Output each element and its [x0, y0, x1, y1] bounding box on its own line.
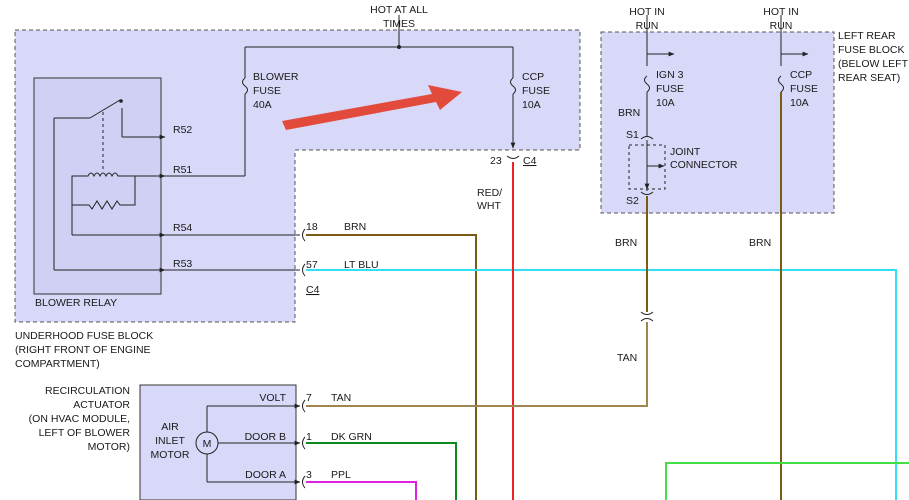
- conn-18: 18: [306, 221, 318, 233]
- conn-c4-bottom: C4: [306, 284, 320, 296]
- blower-fuse-symbol: [242, 77, 248, 95]
- pin-door-a: DOOR A: [245, 469, 286, 481]
- ign3-fuse-label-2: FUSE: [656, 83, 684, 95]
- splice-s1: S1: [626, 129, 639, 141]
- wire-label-tan-1: TAN: [617, 352, 637, 364]
- actuator-label-2: ACTUATOR: [73, 399, 130, 411]
- ign3-fuse-label-3: 10A: [656, 97, 675, 109]
- left-rear-fuse-block: [600, 31, 835, 214]
- underhood-label-3: COMPARTMENT): [15, 358, 100, 370]
- module-label-1: AIR: [161, 421, 179, 433]
- ign3-fuse-label-1: IGN 3: [656, 69, 684, 81]
- module-label-2: INLET: [155, 435, 185, 447]
- ccp-rear-fuse-label-2: FUSE: [790, 83, 818, 95]
- wire-label-lt-blu: LT BLU: [344, 259, 379, 271]
- pin-r53: R53: [173, 258, 192, 270]
- actuator-label-5: MOTOR): [88, 441, 130, 453]
- wire-label-red-wht-1: RED/: [477, 187, 502, 199]
- rear-block-label-1: LEFT REAR: [838, 30, 896, 42]
- pin-r51: R51: [173, 164, 192, 176]
- ccp-fuse-symbol: [510, 77, 516, 95]
- pin-door-b: DOOR B: [245, 431, 286, 443]
- conn-3: 3: [306, 469, 312, 481]
- ccp-rear-fuse-symbol: [778, 75, 784, 93]
- conn-1: 1: [306, 431, 312, 443]
- joint-connector-label-2: CONNECTOR: [670, 159, 738, 171]
- actuator-label-4: LEFT OF BLOWER: [39, 427, 131, 439]
- rear-block-label-3: (BELOW LEFT: [838, 58, 909, 70]
- blower-relay-label: BLOWER RELAY: [35, 297, 117, 309]
- hot-all-times-line1: HOT AT ALL: [370, 4, 428, 16]
- wire-lt-blu-57: [306, 269, 897, 500]
- wire-brn-18: [306, 234, 477, 500]
- conn-c4-top: C4: [523, 155, 537, 167]
- conn-57: 57: [306, 259, 318, 271]
- highlight-arrow: [282, 85, 462, 130]
- ccp-rear-fuse-label-1: CCP: [790, 69, 812, 81]
- motor-m-label: M: [203, 438, 212, 450]
- blower-fuse-label-2: FUSE: [253, 85, 281, 97]
- hot-in-run-b-line1: HOT IN: [763, 6, 798, 18]
- wire-label-tan-2: TAN: [331, 392, 351, 404]
- pin-volt: VOLT: [259, 392, 286, 404]
- ccp-fuse-label-3: 10A: [522, 99, 541, 111]
- splice-s2: S2: [626, 195, 639, 207]
- wire-label-ppl: PPL: [331, 469, 351, 481]
- conn-7: 7: [306, 392, 312, 404]
- rear-block-label-2: FUSE BLOCK: [838, 44, 905, 56]
- underhood-label-1: UNDERHOOD FUSE BLOCK: [15, 330, 153, 342]
- pin-r52: R52: [173, 124, 192, 136]
- wire-label-dk-grn: DK GRN: [331, 431, 372, 443]
- module-label-3: MOTOR: [151, 449, 190, 461]
- ccp-fuse-label-1: CCP: [522, 71, 544, 83]
- wire-label-brn: BRN: [344, 221, 366, 233]
- wire-ppl: [306, 481, 417, 500]
- hot-all-times-line2: TIMES: [383, 18, 415, 30]
- underhood-label-2: (RIGHT FRONT OF ENGINE: [15, 344, 151, 356]
- blower-fuse-label-1: BLOWER: [253, 71, 299, 83]
- ccp-fuse-label-2: FUSE: [522, 85, 550, 97]
- ccp-rear-fuse-label-3: 10A: [790, 97, 809, 109]
- wire-label-red-wht-2: WHT: [477, 200, 501, 212]
- joint-connector-label-1: JOINT: [670, 146, 701, 158]
- wire-label-brn-rear-2: BRN: [749, 237, 771, 249]
- wire-tan: [306, 322, 648, 407]
- wire-label-brn-rear-1: BRN: [615, 237, 637, 249]
- ign3-fuse-symbol: [644, 75, 650, 93]
- actuator-label-3: (ON HVAC MODULE,: [29, 413, 130, 425]
- hot-in-run-a-line1: HOT IN: [629, 6, 664, 18]
- pin-r54: R54: [173, 222, 192, 234]
- hot-in-run-a-line2: RUN: [636, 20, 659, 32]
- wire-label-brn-inside: BRN: [618, 107, 640, 119]
- wire-green: [665, 462, 909, 500]
- conn-23: 23: [490, 155, 502, 167]
- hot-in-run-b-line2: RUN: [770, 20, 793, 32]
- blower-relay-box: [33, 77, 162, 295]
- rear-block-label-4: REAR SEAT): [838, 72, 900, 84]
- actuator-label-1: RECIRCULATION: [45, 385, 130, 397]
- wire-dk-grn: [306, 442, 457, 500]
- blower-fuse-label-3: 40A: [253, 99, 272, 111]
